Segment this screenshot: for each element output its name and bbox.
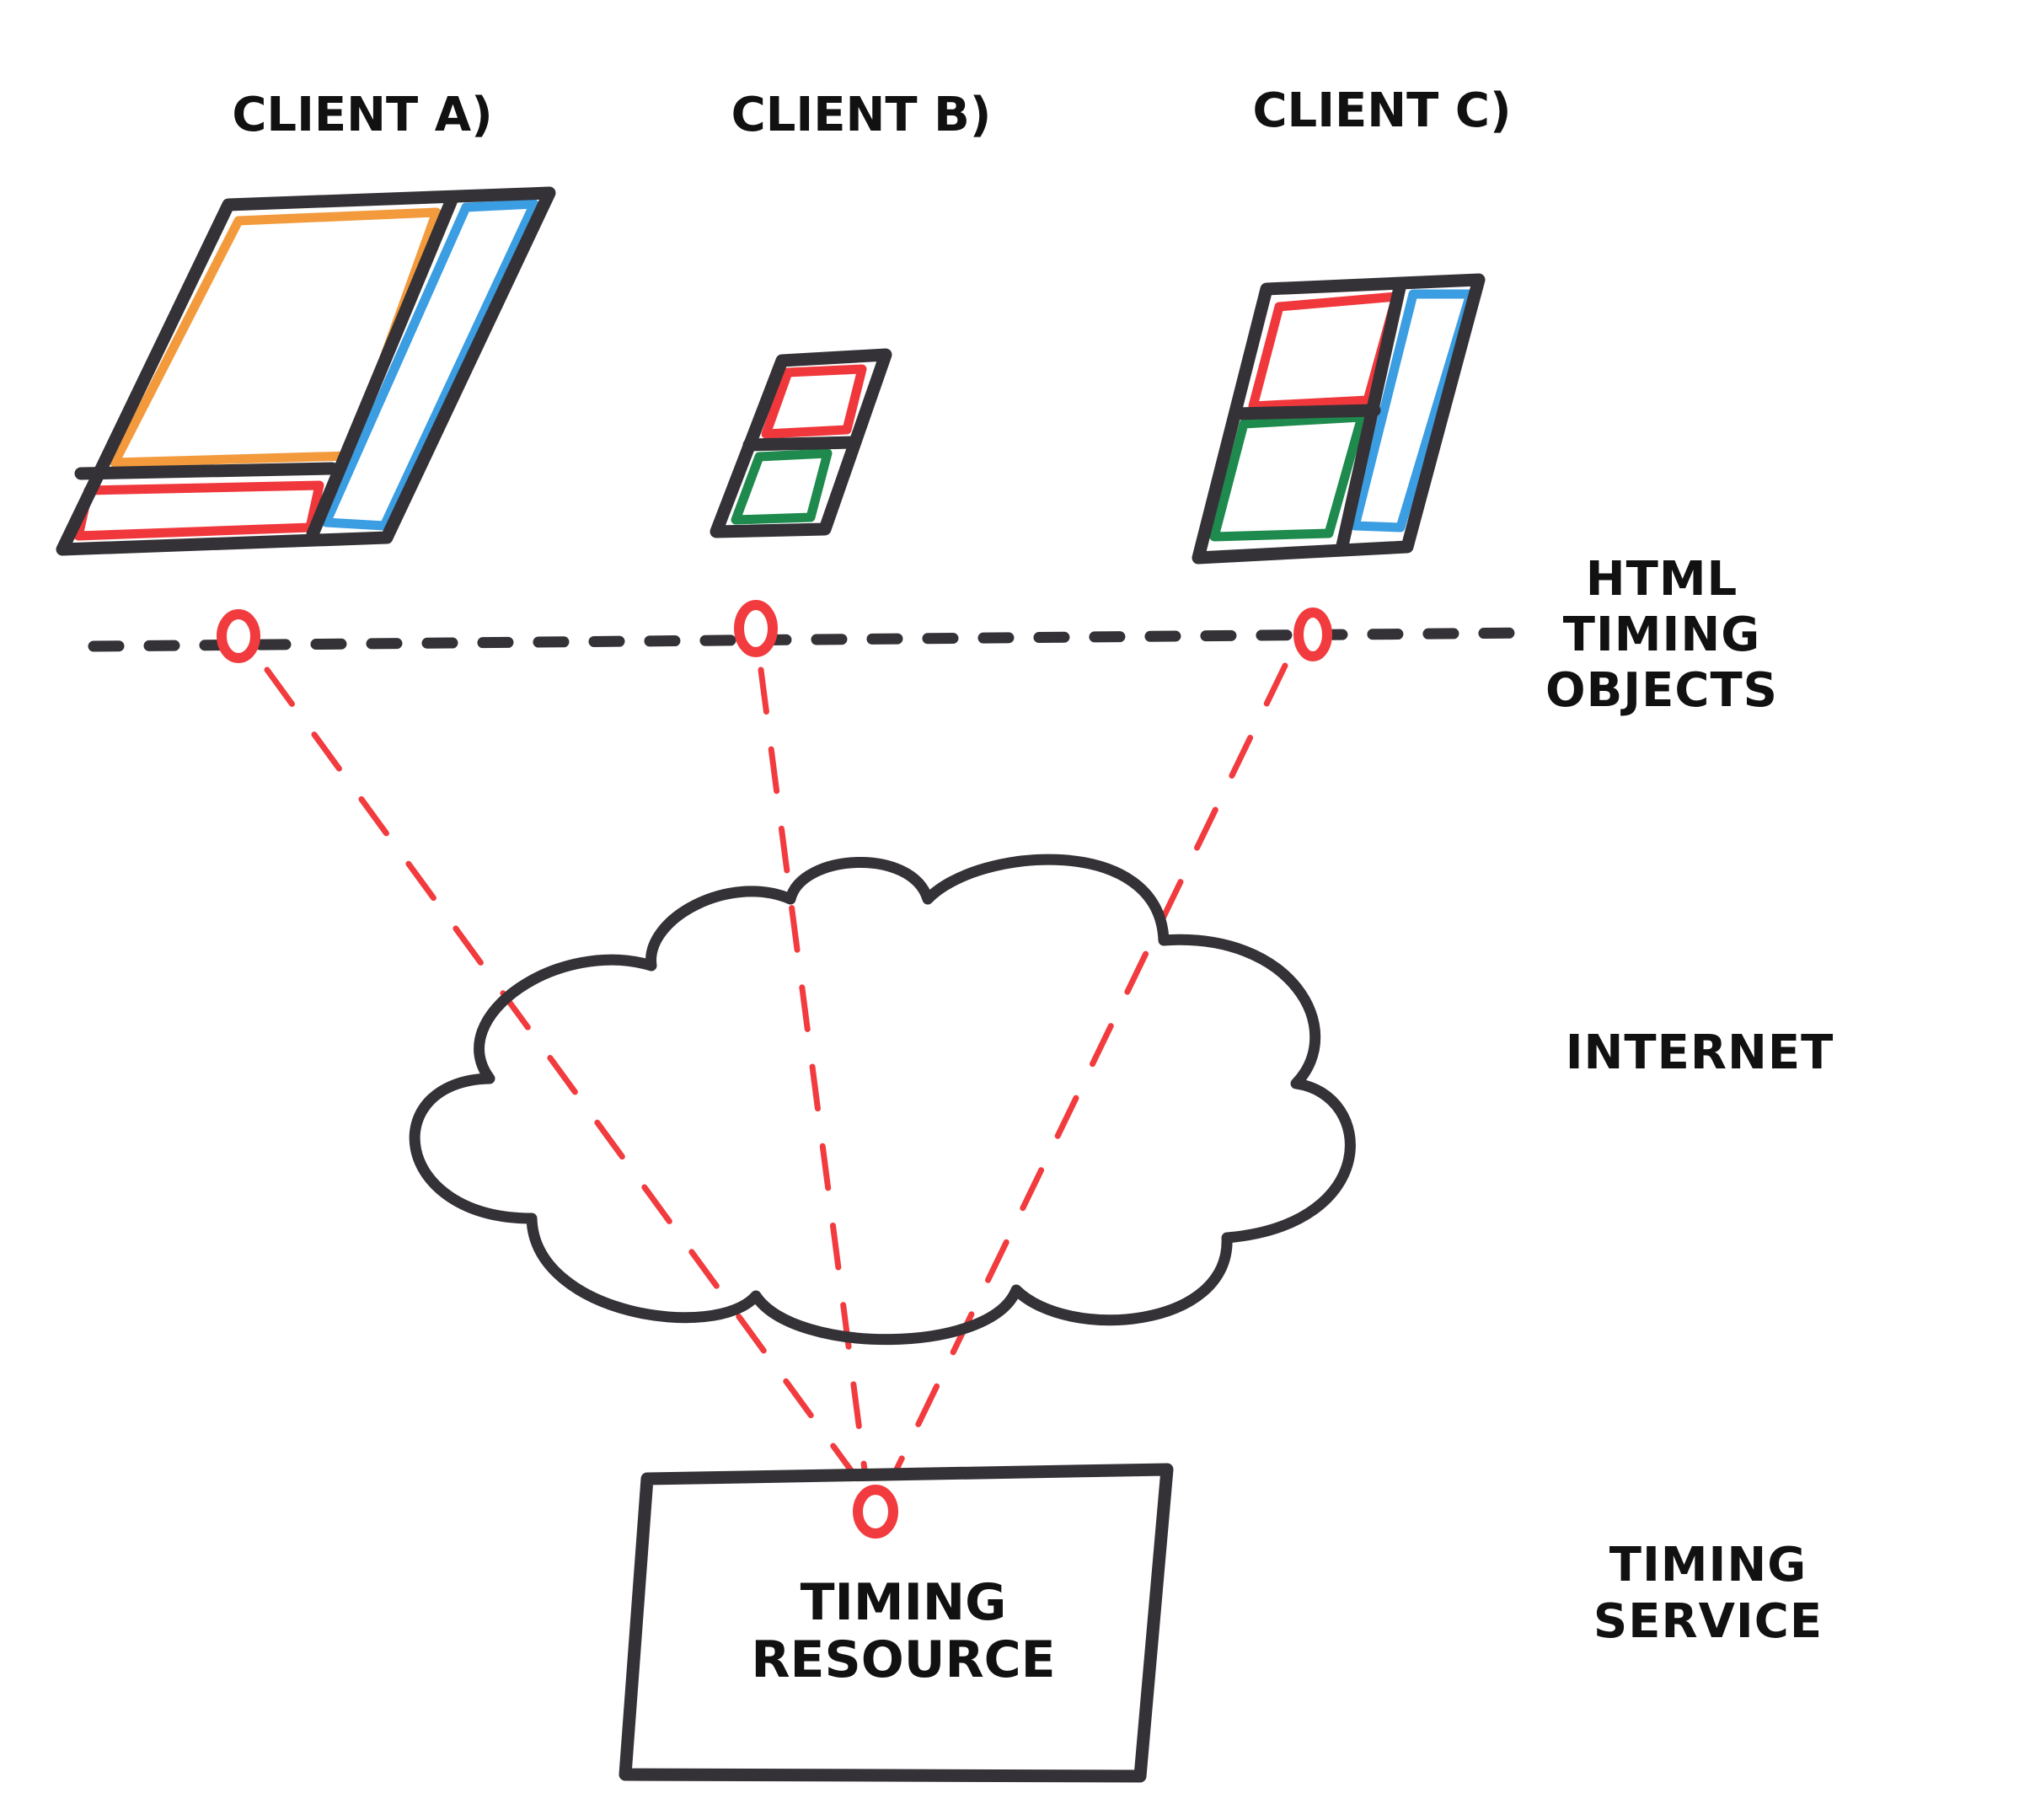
- connection-client-c: [890, 662, 1288, 1480]
- client-b-timing-object-node[interactable]: [734, 600, 778, 657]
- timing-resource-label-line-2: RESOURCE: [751, 1630, 1056, 1689]
- connection-client-a: [264, 666, 859, 1480]
- timing-objects-label-line-1: HTML: [1585, 552, 1738, 607]
- client-b-device: [710, 348, 892, 538]
- client-b-top-panel: [761, 364, 867, 439]
- connections: [264, 662, 1288, 1480]
- client-b-label: CLIENT B): [731, 88, 992, 142]
- connection-client-b: [758, 666, 869, 1480]
- timing-objects-label-line-3: OBJECTS: [1545, 663, 1779, 718]
- timing-resource-label: TIMING RESOURCE: [751, 1577, 1055, 1685]
- client-a-bottom-panel: [73, 480, 324, 541]
- client-c-horizontal-divider: [1229, 404, 1381, 420]
- timing-objects-label: HTML TIMING OBJECTS: [1545, 556, 1778, 715]
- client-a-device: [56, 186, 556, 556]
- timing-resource-label-line-1: TIMING: [800, 1573, 1007, 1632]
- client-a-frame: [56, 186, 556, 556]
- client-c-side-panel: [1350, 289, 1475, 533]
- client-c-device: [1192, 273, 1486, 565]
- client-a-horizontal-divider: [74, 462, 339, 480]
- internet-label: INTERNET: [1565, 1025, 1834, 1080]
- client-c-top-panel: [1248, 292, 1401, 411]
- timing-resource-node[interactable]: [853, 1485, 898, 1539]
- timing-service-label: TIMING SERVICE: [1593, 1542, 1823, 1646]
- timing-object-nodes: [217, 600, 1332, 1539]
- timing-service-label-line-2: SERVICE: [1593, 1594, 1824, 1649]
- timing-service-box: [619, 1463, 1174, 1783]
- timing-objects-label-line-2: TIMING: [1562, 608, 1761, 662]
- client-b-frame: [710, 348, 892, 538]
- client-c-timing-object-node[interactable]: [1293, 608, 1332, 661]
- client-b-bottom-panel: [731, 448, 833, 525]
- timing-service-label-line-1: TIMING: [1609, 1538, 1807, 1592]
- internet-cloud: [409, 854, 1356, 1346]
- client-a-vertical-divider: [306, 191, 459, 541]
- client-c-label: CLIENT C): [1252, 83, 1512, 138]
- timing-objects-dashed-line: [88, 627, 1540, 652]
- client-a-side-panel: [321, 199, 539, 531]
- client-b-divider: [742, 436, 860, 452]
- client-c-frame: [1192, 273, 1486, 565]
- client-a-label: CLIENT A): [232, 88, 493, 142]
- client-a-timing-object-node[interactable]: [217, 609, 260, 663]
- client-c-bottom-panel: [1209, 412, 1367, 542]
